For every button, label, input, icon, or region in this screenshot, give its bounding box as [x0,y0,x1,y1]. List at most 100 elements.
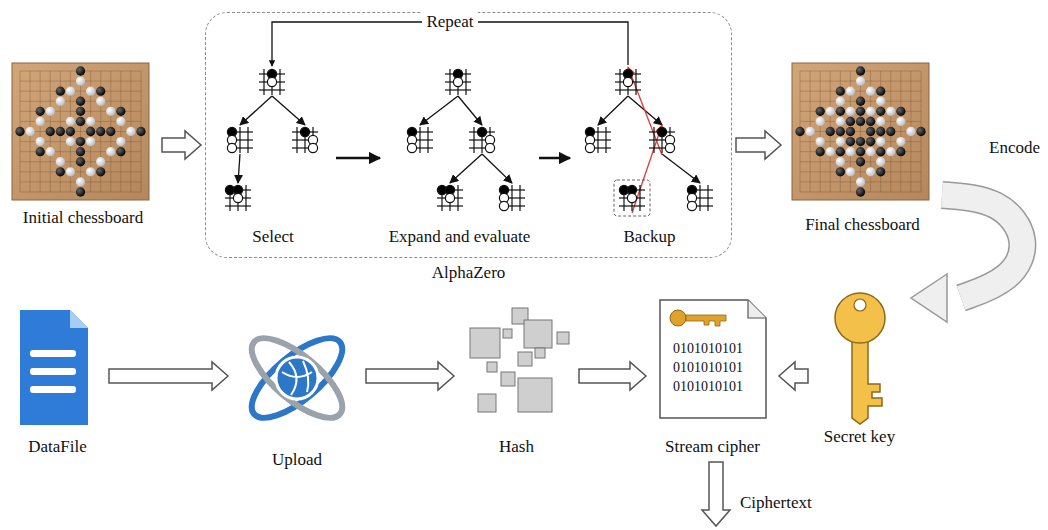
upload-icon [240,325,354,431]
key-icon-node: Secret key [812,285,907,447]
hollow-arrow [779,362,808,390]
connector [539,158,570,159]
stone [836,107,845,116]
step-arrow [336,157,380,160]
stone [866,137,875,146]
mini-grid [639,185,640,211]
hollow-arrow [736,131,781,159]
node-label: Upload [272,450,322,470]
board [12,63,149,200]
stone [76,66,85,75]
grid-line [900,71,901,192]
hash-square [518,378,552,412]
stone [76,117,85,126]
mini-stone [308,143,317,152]
stone [816,147,825,156]
mini-stone [300,127,309,136]
stone [836,87,845,96]
mini-stone [499,201,508,210]
secret-key-icon [835,293,885,424]
small-key-shaft [686,315,726,326]
stone [916,127,925,136]
stone [896,137,905,146]
node-label: Secret key [824,427,895,447]
chessboard-image [12,63,149,200]
stone [76,97,85,106]
file-fold [70,310,88,328]
stone [886,107,895,116]
stone [116,147,125,156]
file-icon-node: DataFile [10,305,105,457]
mini-stone [627,193,636,202]
mini-grid [511,185,512,211]
stone [866,167,875,176]
stone [116,107,125,116]
stone [856,137,865,146]
edge-label: Repeat [422,12,477,32]
stone [76,76,85,85]
hollow-arrow [579,362,646,390]
stone [846,127,855,136]
grid-line [800,171,921,172]
cipher-document [660,300,766,418]
connector [109,362,228,390]
binary-text: 0101010101 [673,379,743,395]
stone [856,76,865,85]
tree-branch [450,154,482,183]
stone [846,137,855,146]
stone [66,127,75,136]
stone [836,97,845,106]
stone [96,97,105,106]
hash-square [503,329,512,338]
stone [116,117,125,126]
stone [866,127,875,136]
stone [836,117,845,126]
document-fold [748,300,766,318]
stone [56,167,65,176]
stone [86,137,95,146]
stone [96,127,105,136]
stone [66,117,75,126]
mini-stone [233,193,242,202]
key-hole [854,299,866,311]
board [792,63,929,200]
mini-grid [419,127,420,153]
stone [876,167,885,176]
connector [736,131,781,159]
stone [886,147,895,156]
node-label: Backup [624,227,676,247]
hash-square [524,320,552,348]
stone [136,127,145,136]
stone [876,97,885,106]
connector [336,158,380,159]
stone [25,127,34,136]
alphazero-group: AlphaZeroSelectExpand and evaluateBackup [205,12,732,258]
stone [856,187,865,196]
mini-grid [259,89,285,90]
stone [36,147,45,156]
tree-branch [240,96,272,125]
binary-text: 0101010101 [673,360,743,376]
mini-grid [465,69,466,95]
stone [36,137,45,146]
stone [86,87,95,96]
stone [15,127,24,136]
stone [36,107,45,116]
mini-grid [707,185,708,211]
stone [76,187,85,196]
stone [46,127,55,136]
mini-grid [437,205,463,206]
stone [836,147,845,156]
stone [856,147,865,156]
mini-stone [407,143,416,152]
file-line [30,350,76,357]
grid-line [20,171,141,172]
chessboard-node: Final chessboard [785,60,940,235]
search-tree [585,67,713,216]
stone [846,117,855,126]
step-arrow [539,157,570,160]
stone [46,147,55,156]
mini-stone [585,143,594,152]
